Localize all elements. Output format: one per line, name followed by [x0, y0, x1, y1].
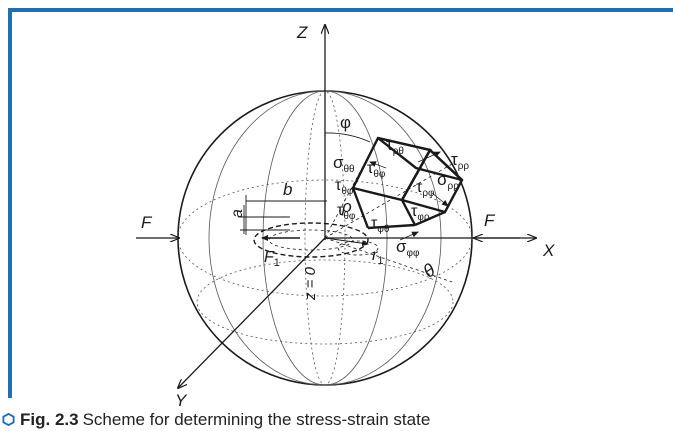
theta-label: θ [419, 260, 439, 282]
rho-line [324, 137, 379, 239]
contact-ring [253, 222, 369, 258]
z0-label: z = 0 [302, 266, 319, 301]
tau-thphi-b-label: τθφ [335, 177, 354, 197]
dim-a-label: a [229, 209, 246, 218]
z-axis-label: Z [296, 23, 308, 42]
x-axis-label: X [542, 241, 555, 260]
r1-arrow [324, 237, 369, 247]
figure-caption-text: Scheme for determining the stress-strain… [82, 410, 431, 429]
contact-ring-inner [268, 229, 354, 251]
tau-thphi-c-label: τθφ [337, 202, 356, 222]
sigma-thth-label: σθθ [333, 153, 355, 175]
contact-ring-right [337, 240, 379, 256]
phi-arc [324, 132, 371, 143]
tau-rhorho-label: τρρ [451, 150, 469, 172]
tau-phitheta-label: τφθ [371, 215, 390, 235]
r1-label: r1 [372, 247, 383, 267]
tau-rhoth-label: τρθ [386, 135, 404, 157]
stress-arrows [369, 151, 449, 241]
y-axis [178, 237, 326, 388]
tau-thphi-a-label: τθφ [367, 160, 386, 180]
figure-number: Fig. 2.3 [20, 410, 79, 429]
theta-line [324, 237, 453, 283]
radius-line [324, 163, 453, 239]
sigma-rhorho-label: σρρ [437, 170, 459, 192]
phi-label: φ [340, 113, 351, 132]
tau-rhophi-label: τρφ [416, 179, 435, 199]
stress-element [351, 136, 464, 230]
y-axis-label: Y [175, 391, 188, 410]
tau-phirho-label: τφρ [411, 203, 430, 223]
force-left-label: F [141, 213, 153, 232]
rho-label: ρ [341, 197, 352, 216]
frame-border [8, 8, 673, 398]
lower-latitude [196, 259, 454, 345]
hexagon-icon [2, 413, 15, 426]
force-right-label: F [484, 211, 496, 230]
f1-label: F1 [264, 249, 280, 269]
dim-b-label: b [283, 180, 292, 199]
sigma-phiphi-label: σφφ [396, 237, 420, 259]
